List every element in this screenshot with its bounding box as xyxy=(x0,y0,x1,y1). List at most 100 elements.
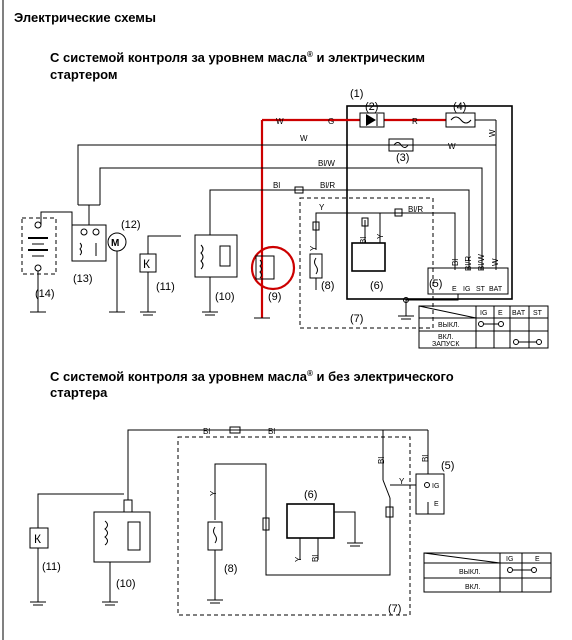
coil-9 xyxy=(255,255,275,280)
wire-label-y-sw-2: Y xyxy=(399,477,405,486)
diode-2 xyxy=(359,112,385,128)
wire-bl-r-inner xyxy=(379,212,456,270)
label-c9: (9) xyxy=(268,291,281,303)
switch-pin-st: ST xyxy=(476,286,486,293)
label-c2: (2) xyxy=(365,101,378,113)
switch-pin-e: E xyxy=(452,286,457,293)
diagram1: (1) W G R (2) (4) W W W (3) Bl/W xyxy=(21,88,549,349)
label-c11-2: (11) xyxy=(42,561,61,573)
module-6-2 xyxy=(286,503,335,539)
highlight-circle-9 xyxy=(250,245,296,291)
section-title: Электрические схемы xyxy=(14,10,156,25)
component-7-box xyxy=(299,197,434,329)
wire-w-long xyxy=(77,144,496,205)
diagram2: (7) Bl Bl Bl Bl Y IG E (5) Y (6) xyxy=(29,426,552,616)
label-c6: (6) xyxy=(370,280,383,292)
wire-label-y-mod-2: Y xyxy=(294,556,303,562)
diagram1-title-line1: С системой контроля за уровнем масла® и … xyxy=(50,50,425,65)
wire-label-bl-vert-2: Bl xyxy=(377,457,386,464)
wire-y-left-2 xyxy=(214,463,267,520)
label-c8-2: (8) xyxy=(224,563,237,575)
label-c13: (13) xyxy=(73,273,93,285)
wire-label-y-vert: Y xyxy=(309,245,318,251)
table1-header-st: ST xyxy=(533,310,543,317)
wire-label-bl-left: Bl xyxy=(273,181,280,190)
table2-header-e: E xyxy=(535,556,540,563)
label-c1: (1) xyxy=(350,88,363,100)
label-c11: (11) xyxy=(156,281,175,293)
table2-header-ig: IG xyxy=(506,556,513,563)
module-10 xyxy=(194,234,238,278)
component-7-box-2 xyxy=(177,436,411,616)
switch-table-1: IG E BAT ST ВЫКЛ. ВКЛ. ЗАПУСК xyxy=(418,305,549,349)
label-c14: (14) xyxy=(35,288,55,300)
switch-wire-w: W xyxy=(491,258,500,266)
label-c5: (5) xyxy=(429,278,442,290)
label-c5-2: (5) xyxy=(441,460,454,472)
sensor-8-2 xyxy=(207,521,223,551)
label-c6-2: (6) xyxy=(304,489,317,501)
table2-row-on: ВКЛ. xyxy=(465,584,480,591)
switch-5-2 xyxy=(415,473,445,515)
switch-wire-bl: Bl xyxy=(451,259,460,266)
label-c7: (7) xyxy=(350,313,363,325)
table1-header-ig: IG xyxy=(480,310,487,317)
fuse-3 xyxy=(388,138,414,152)
switch-wire-bl-w: Bl/W xyxy=(477,254,486,271)
switch2-pin-e: E xyxy=(434,501,439,508)
diagram1-title-line2: стартером xyxy=(50,67,118,82)
module-6 xyxy=(351,242,386,272)
switch-pin-ig: IG xyxy=(463,286,470,293)
wire-label-w-mid-left: W xyxy=(300,134,308,143)
wire-label-w-right: W xyxy=(488,129,497,137)
stop-switch-icon: К xyxy=(143,257,150,271)
label-c12: (12) xyxy=(121,219,141,231)
battery-14 xyxy=(21,217,57,275)
wire-label-bl-inner: Bl xyxy=(359,237,368,244)
label-c4: (4) xyxy=(453,101,466,113)
wire-label-bl-w: Bl/W xyxy=(318,159,335,168)
wire-label-y-left-2: Y xyxy=(209,490,218,496)
wire-label-bl-r-inner: Bl/R xyxy=(408,205,423,214)
wire-label-bl-right-2: Bl xyxy=(268,427,275,436)
wire-label-w-mid-right: W xyxy=(448,142,456,151)
wire-label-w-top: W xyxy=(276,117,284,126)
wire-label-bl-switch-2: Bl xyxy=(421,455,430,462)
wire-ground-switch xyxy=(405,294,459,316)
wire-label-bl-r-mid: Bl/R xyxy=(320,181,335,190)
wire-label-bl-left-2: Bl xyxy=(203,427,210,436)
wire-label-bl-mod-2: Bl xyxy=(311,555,320,562)
module-10-2 xyxy=(93,511,151,563)
switch2-pin-ig: IG xyxy=(432,483,439,490)
switch-pin-bat: BAT xyxy=(489,286,503,293)
wire-label-y-inner: Y xyxy=(319,203,325,212)
relay-13 xyxy=(71,224,107,262)
switch-5 xyxy=(427,267,509,295)
wire-label-r-top: R xyxy=(412,117,418,126)
wire-y-inner xyxy=(315,212,381,250)
component-1-box xyxy=(346,105,513,300)
fuse-4 xyxy=(445,112,476,128)
fuse-symbol-icon xyxy=(450,116,472,124)
label-c3: (3) xyxy=(396,152,409,164)
label-c8: (8) xyxy=(321,280,334,292)
stop-switch-11-2 xyxy=(29,527,49,549)
table1-row-start: ЗАПУСК xyxy=(432,341,460,348)
wire-bl-top-2 xyxy=(127,429,384,500)
motor-icon: M xyxy=(111,238,119,249)
table1-row-on: ВКЛ. xyxy=(438,334,453,341)
diode-symbol-icon xyxy=(366,114,376,126)
label-c10: (10) xyxy=(215,291,235,303)
table1-header-bat: BAT xyxy=(512,310,526,317)
table2-row-off: ВЫКЛ. xyxy=(459,569,481,576)
table1-header-e: E xyxy=(498,310,503,317)
stop-switch-icon: К xyxy=(34,532,41,546)
wire-label-y-inner2: Y xyxy=(376,233,385,239)
diagram2-title-line2: стартера xyxy=(50,385,108,400)
wire-label-g-top: G xyxy=(328,117,334,126)
label-c7-2: (7) xyxy=(388,603,401,615)
diagram2-title-line1: С системой контроля за уровнем масла® и … xyxy=(50,369,454,384)
wire-bl xyxy=(209,189,309,235)
label-c10-2: (10) xyxy=(116,578,136,590)
